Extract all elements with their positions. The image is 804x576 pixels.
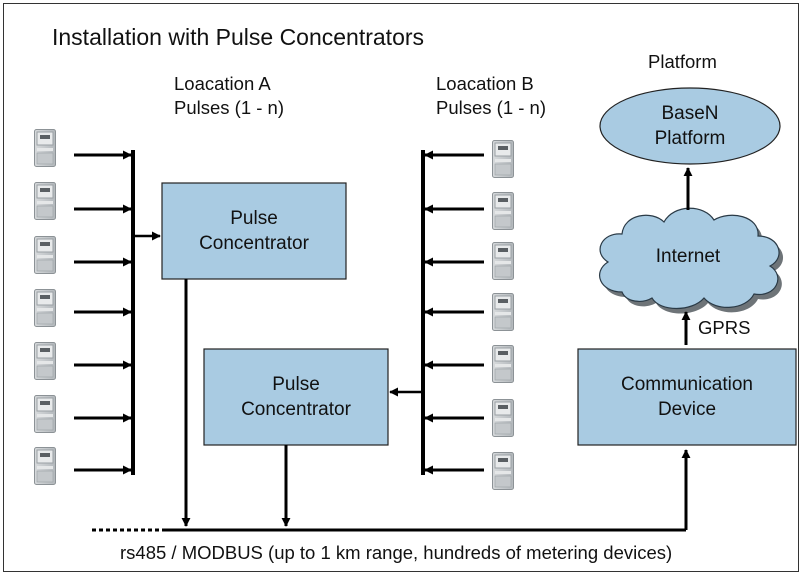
communication-device-line1: Communication bbox=[621, 374, 753, 395]
pulse-concentrator-1-label: Pulse Concentrator bbox=[162, 183, 346, 279]
location-b-label: Loacation B Pulses (1 - n) bbox=[436, 72, 546, 120]
basen-platform-ellipse bbox=[599, 87, 781, 165]
location-b-name: Loacation B bbox=[436, 73, 534, 94]
cloud-icon bbox=[599, 207, 784, 314]
energy-meter-icon bbox=[34, 447, 56, 485]
gprs-label: GPRS bbox=[698, 317, 751, 338]
location-a-pulses: Pulses (1 - n) bbox=[174, 97, 285, 118]
communication-device-box bbox=[577, 348, 797, 446]
energy-meter-icon bbox=[34, 182, 56, 220]
pulse-concentrator-1-line2: Concentrator bbox=[199, 233, 309, 254]
platform-heading: Platform bbox=[648, 51, 717, 72]
pulse-concentrator-box-1 bbox=[161, 182, 347, 280]
pulse-concentrator-2-line1: Pulse bbox=[272, 374, 320, 395]
meter-group-a bbox=[34, 129, 56, 485]
pulse-concentrator-1-line1: Pulse bbox=[230, 208, 278, 229]
energy-meter-icon bbox=[492, 452, 514, 490]
basen-platform-line1: BaseN bbox=[661, 103, 719, 124]
energy-meter-icon bbox=[492, 140, 514, 178]
energy-meter-icon bbox=[34, 289, 56, 327]
communication-device-label: Communication Device bbox=[578, 349, 796, 445]
diagram-frame bbox=[3, 3, 799, 572]
energy-meter-icon bbox=[34, 236, 56, 274]
basen-platform-label: BaseN Platform bbox=[600, 88, 780, 164]
energy-meter-icon bbox=[492, 399, 514, 437]
diagram-title: Installation with Pulse Concentrators bbox=[52, 24, 425, 50]
location-a-name: Loacation A bbox=[174, 73, 271, 94]
location-b-pulses: Pulses (1 - n) bbox=[436, 97, 547, 118]
platform-links bbox=[681, 167, 693, 345]
energy-meter-icon bbox=[34, 129, 56, 167]
energy-meter-icon bbox=[492, 345, 514, 383]
pulse-concentrator-2-label: Pulse Concentrator bbox=[204, 349, 388, 445]
energy-meter-icon bbox=[492, 192, 514, 230]
location-a-label: Loacation A Pulses (1 - n) bbox=[174, 72, 284, 120]
bus-description: rs485 / MODBUS (up to 1 km range, hundre… bbox=[120, 542, 673, 563]
meter-group-b bbox=[492, 140, 514, 490]
location-b-wiring bbox=[389, 150, 484, 475]
internet-text: Internet bbox=[655, 245, 721, 267]
energy-meter-icon bbox=[492, 242, 514, 280]
communication-device-line2: Device bbox=[657, 399, 717, 420]
energy-meter-icon bbox=[34, 395, 56, 433]
basen-platform-line2: Platform bbox=[654, 128, 726, 149]
energy-meter-icon bbox=[492, 293, 514, 331]
rs485-bus bbox=[92, 279, 691, 532]
energy-meter-icon bbox=[34, 342, 56, 380]
pulse-concentrator-box-2 bbox=[203, 348, 389, 446]
internet-label: Internet bbox=[600, 234, 776, 278]
location-a-wiring bbox=[74, 150, 161, 475]
pulse-concentrator-2-line2: Concentrator bbox=[241, 399, 351, 420]
